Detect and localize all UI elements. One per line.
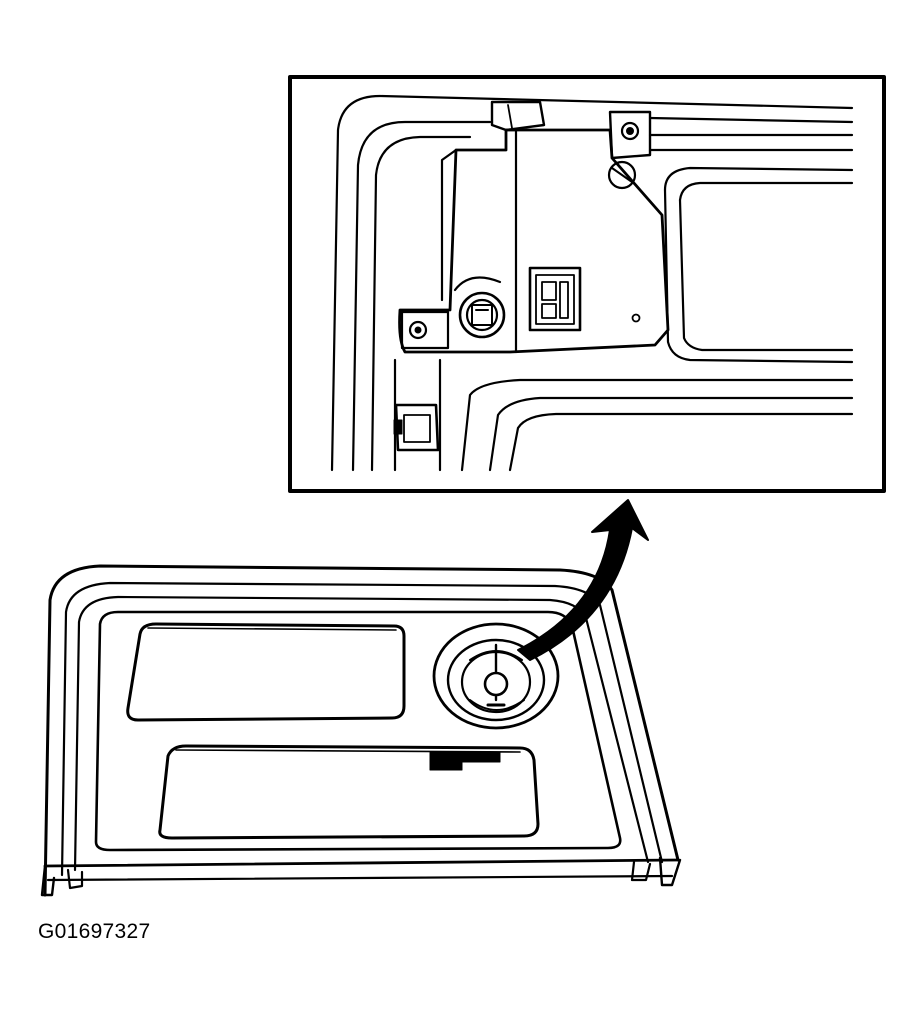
dome-light — [432, 622, 560, 730]
console-panel — [40, 564, 682, 897]
detail-inset — [288, 75, 886, 493]
inset-lower-clip — [393, 403, 440, 452]
inset-lamp-lens — [663, 166, 854, 364]
inset-switch-module — [398, 100, 670, 354]
lower-lens — [158, 744, 540, 840]
inset-trim-outlines — [330, 94, 854, 472]
inset-frame — [288, 75, 886, 493]
upper-lens — [126, 622, 406, 722]
figure-id-label: G01697327 — [38, 920, 151, 943]
